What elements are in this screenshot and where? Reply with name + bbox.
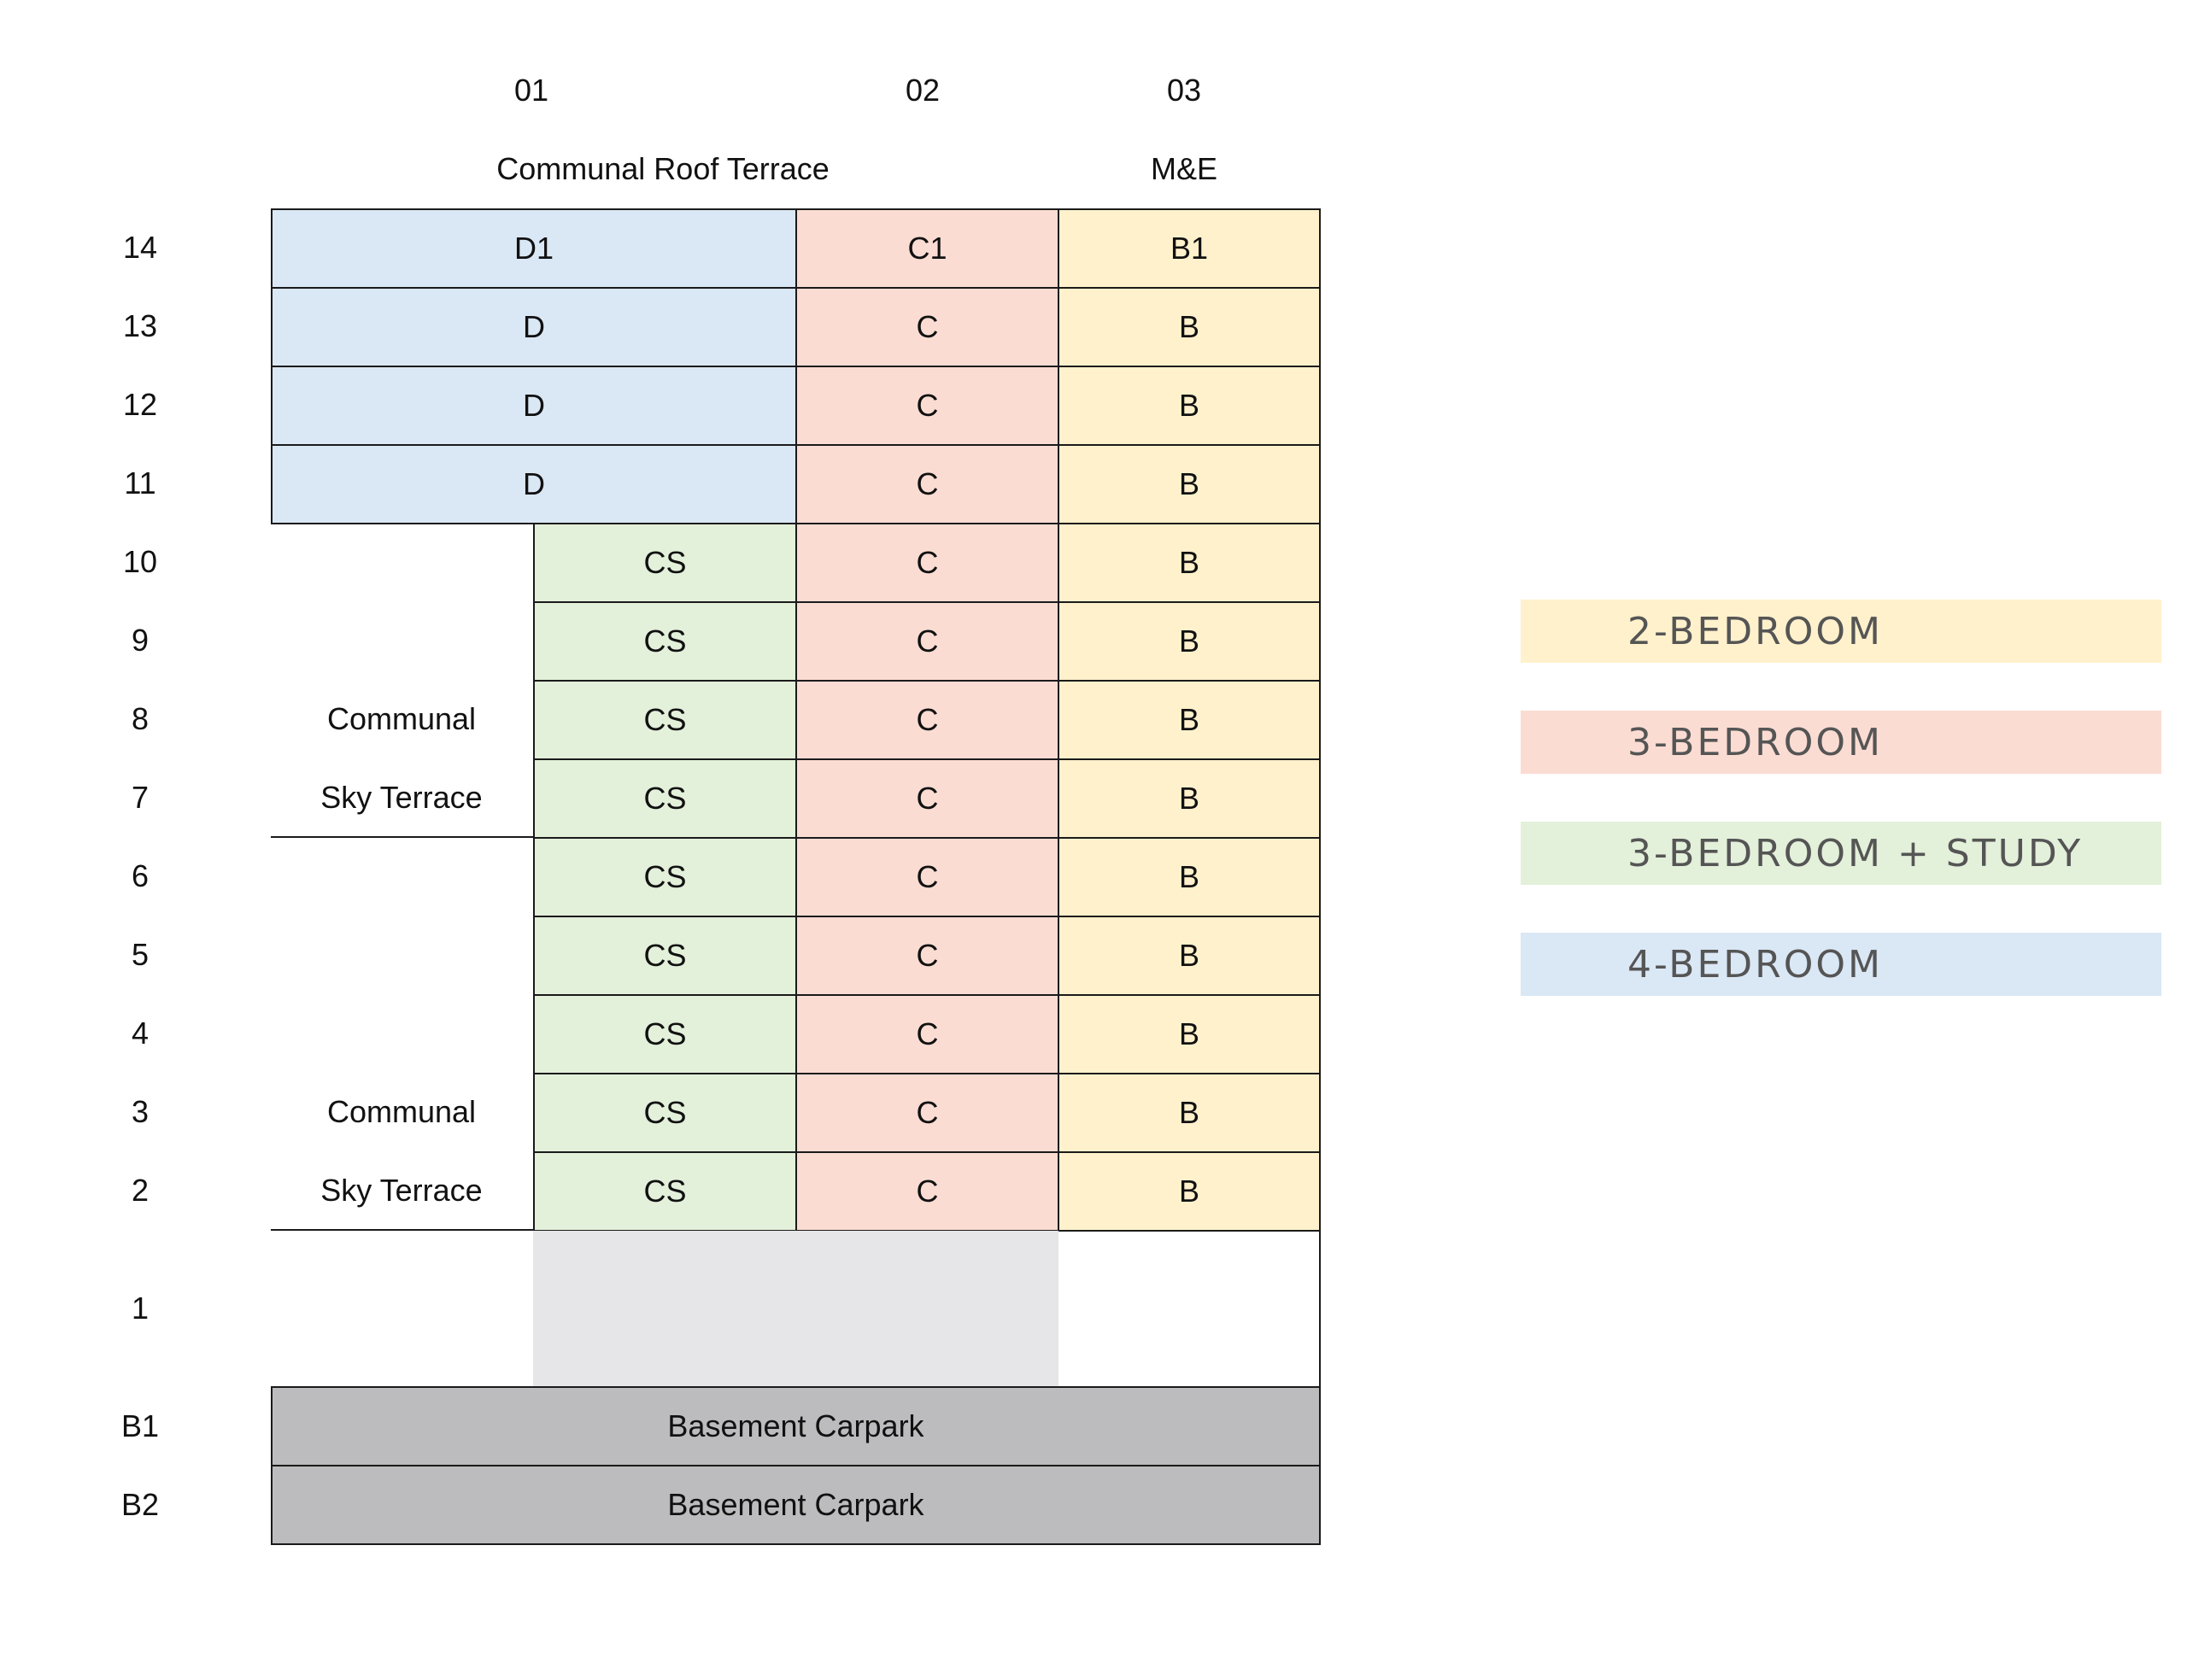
unit-2bedroom: B	[1058, 994, 1321, 1074]
sky-terrace-line2: Sky Terrace	[320, 780, 483, 815]
unit-2bedroom: B	[1058, 837, 1321, 917]
unit-3bedroom-study: CS	[533, 758, 797, 839]
legend-3bedroom: 3-BEDROOM	[1521, 711, 2161, 774]
sky-terrace-line1: Communal	[326, 701, 477, 736]
sky-terrace-line2: Sky Terrace	[320, 1173, 483, 1208]
sky-terrace-bottom-line	[271, 1229, 535, 1231]
unit-4bedroom: D1	[271, 208, 797, 289]
floor-label: 12	[122, 387, 158, 422]
roof-terrace-label: Communal Roof Terrace	[496, 151, 830, 186]
unit-2bedroom: B	[1058, 523, 1321, 603]
unit-3bedroom-study: CS	[533, 1151, 797, 1232]
unit-3bedroom: C	[795, 601, 1059, 682]
floor-label: 1	[131, 1291, 150, 1326]
unit-3bedroom: C	[795, 1073, 1059, 1153]
unit-2bedroom: B	[1058, 287, 1321, 367]
unit-3bedroom: C	[795, 837, 1059, 917]
column-header-01: 01	[513, 73, 549, 108]
floor-label: B1	[120, 1408, 160, 1443]
unit-2bedroom: B1	[1058, 208, 1321, 289]
unit-2bedroom: B	[1058, 601, 1321, 682]
unit-3bedroom-study: CS	[533, 994, 797, 1074]
unit-3bedroom-study: CS	[533, 523, 797, 603]
column-header-02: 02	[905, 73, 941, 108]
unit-3bedroom-study: CS	[533, 680, 797, 760]
basement-carpark-b1: Basement Carpark	[271, 1386, 1321, 1466]
floor-label: 14	[122, 230, 158, 265]
unit-2bedroom: B	[1058, 366, 1321, 446]
unit-3bedroom: C	[795, 680, 1059, 760]
ground-floor-lobby	[533, 1231, 1058, 1386]
unit-4bedroom: D	[271, 444, 797, 524]
floor-label: 6	[131, 858, 150, 893]
unit-3bedroom: C	[795, 523, 1059, 603]
floor-label: 8	[131, 701, 150, 736]
unit-3bedroom: C	[795, 444, 1059, 524]
unit-3bedroom: C	[795, 287, 1059, 367]
floor-label: 7	[131, 780, 150, 815]
unit-3bedroom: C1	[795, 208, 1059, 289]
unit-3bedroom-study: CS	[533, 1073, 797, 1153]
legend-4bedroom: 4-BEDROOM	[1521, 933, 2161, 996]
unit-2bedroom: B	[1058, 916, 1321, 996]
unit-3bedroom: C	[795, 1151, 1059, 1232]
floor-label: 5	[131, 937, 150, 972]
unit-2bedroom: B	[1058, 444, 1321, 524]
ground-floor-right-edge	[1319, 1231, 1321, 1388]
floor-label: 4	[131, 1016, 150, 1051]
floor-label: 10	[122, 544, 158, 579]
unit-3bedroom-study: CS	[533, 601, 797, 682]
unit-2bedroom: B	[1058, 680, 1321, 760]
legend-3bedroom-study: 3-BEDROOM + STUDY	[1521, 822, 2161, 885]
floor-label: 11	[124, 465, 156, 500]
unit-2bedroom: B	[1058, 1151, 1321, 1232]
floor-label: 9	[131, 623, 150, 658]
sky-terrace-line1: Communal	[326, 1094, 477, 1129]
unit-2bedroom: B	[1058, 1073, 1321, 1153]
basement-carpark-b2: Basement Carpark	[271, 1465, 1321, 1545]
floor-label: 2	[131, 1173, 150, 1208]
legend-2bedroom: 2-BEDROOM	[1521, 600, 2161, 663]
m-and-e-label: M&E	[1150, 151, 1218, 186]
unit-3bedroom: C	[795, 994, 1059, 1074]
unit-3bedroom: C	[795, 366, 1059, 446]
floor-label: 3	[131, 1094, 150, 1129]
column-header-03: 03	[1166, 73, 1202, 108]
floor-label: B2	[120, 1487, 160, 1522]
sky-terrace-divider	[271, 836, 535, 838]
unit-3bedroom: C	[795, 758, 1059, 839]
unit-2bedroom: B	[1058, 758, 1321, 839]
floor-label: 13	[122, 308, 158, 343]
unit-3bedroom-study: CS	[533, 916, 797, 996]
unit-3bedroom: C	[795, 916, 1059, 996]
unit-3bedroom-study: CS	[533, 837, 797, 917]
unit-4bedroom: D	[271, 366, 797, 446]
unit-4bedroom: D	[271, 287, 797, 367]
